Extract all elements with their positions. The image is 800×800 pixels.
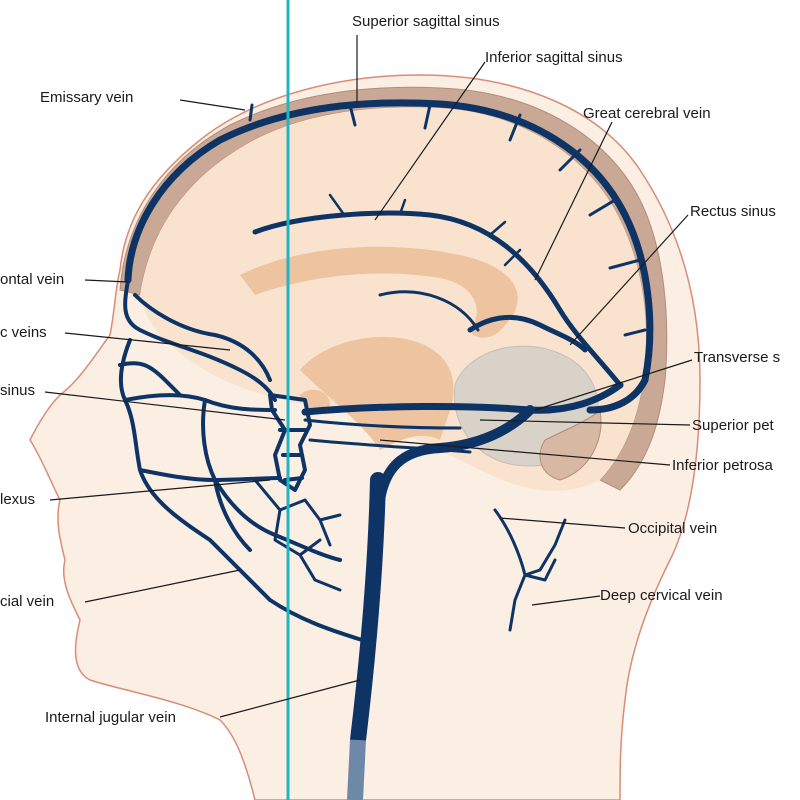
internal-jugular-vessel	[350, 472, 386, 748]
leader-lines	[44, 35, 693, 718]
label-great-cerebral-vein: Great cerebral vein	[583, 105, 711, 122]
label-superior-petrosal-sinus: Superior pet	[692, 417, 775, 434]
label-transverse-sinus: Transverse s	[694, 349, 780, 366]
label-occipital-vein: Occipital vein	[628, 520, 717, 537]
great-cerebral-vessel	[467, 314, 588, 353]
label-frontal-vein: ontal vein	[0, 271, 64, 288]
inferior-sagittal-branches	[328, 193, 522, 267]
label-facial-vein: cial vein	[0, 593, 54, 610]
cavernous-plexus	[268, 393, 312, 492]
label-inferior-sagittal-sinus: Inferior sagittal sinus	[485, 49, 623, 66]
cortical-branches	[348, 103, 647, 337]
brainstem	[300, 336, 454, 450]
petrosal-vessels	[303, 418, 472, 454]
label-pterygoid-plexus: lexus	[0, 491, 35, 508]
superior-sagittal-sinus-vessel	[124, 99, 654, 414]
ophthalmic-vessels	[123, 278, 277, 402]
label-inferior-petrosal-sinus: Inferior petrosa	[672, 457, 774, 474]
label-cavernous-sinus: sinus	[0, 382, 35, 399]
label-internal-jugular-vein: Internal jugular vein	[45, 709, 176, 726]
jugular-fade	[347, 739, 366, 800]
label-ophthalmic-veins: c veins	[0, 324, 47, 341]
inferior-sagittal-sinus-vessel	[252, 210, 623, 388]
internal-cerebral-vessel	[378, 290, 480, 332]
label-superior-sagittal-sinus: Superior sagittal sinus	[352, 13, 500, 30]
label-deep-cervical-vein: Deep cervical vein	[600, 587, 723, 604]
emissary-vessel	[248, 103, 254, 122]
transverse-sinus-vessel	[301, 381, 624, 416]
label-emissary-vein: Emissary vein	[40, 89, 133, 106]
label-rectus-sinus: Rectus sinus	[690, 203, 776, 220]
occipital-vessel	[493, 508, 567, 632]
corpus-callosum	[240, 246, 518, 338]
cerebellum-folia	[539, 408, 602, 481]
